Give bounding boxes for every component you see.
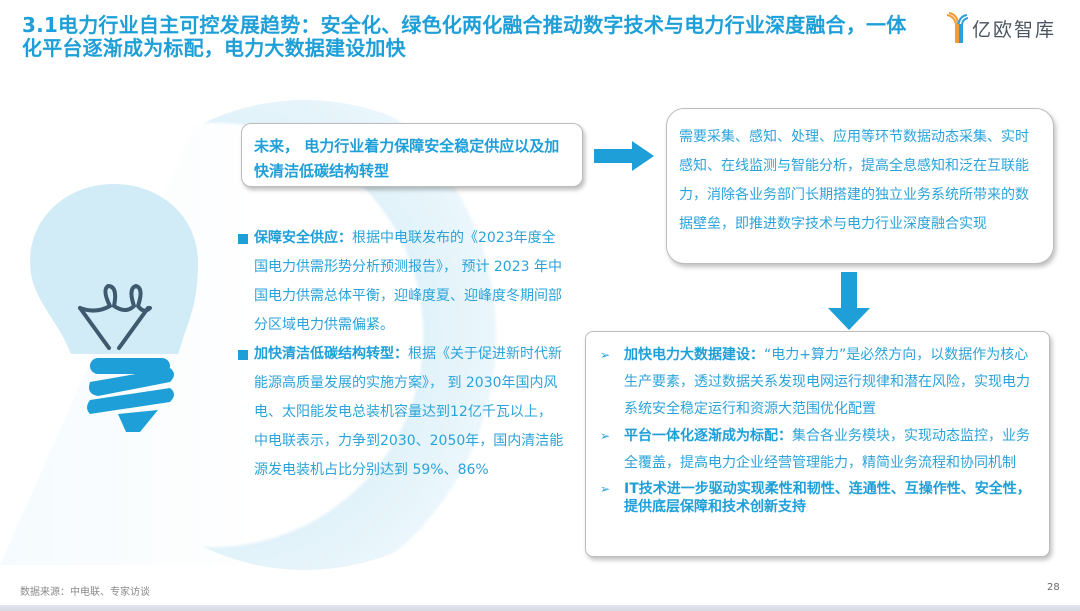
item-label: 加快清洁低碳结构转型：	[254, 346, 408, 362]
lightbulb-icon	[30, 184, 198, 432]
item-text: “电力+算力”是必然方向，以数据作为核心生产要素，透过数据关系发现电网运行规律和…	[624, 347, 1030, 417]
item-text: 根据《关于促进新时代新能源高质量发展的实施方案》， 到 2030年国内风电、太阳…	[254, 346, 564, 478]
list-item-big-data: ➢ 加快电力大数据建设：“电力+算力”是必然方向，以数据作为核心生产要素，透过数…	[596, 342, 1037, 423]
item-label: IT技术进一步驱动实现柔性和韧性、连通性、互操作性、安全性，提供底层保障和技术创…	[624, 481, 1031, 515]
arrow-bullet-icon: ➢	[600, 482, 611, 496]
conclusions-box: ➢ 加快电力大数据建设：“电力+算力”是必然方向，以数据作为核心生产要素，透过数…	[585, 331, 1050, 557]
yiou-logo-icon	[946, 12, 968, 43]
square-bullet-icon	[238, 234, 248, 244]
list-item-low-carbon: 加快清洁低碳结构转型：根据《关于促进新时代新能源高质量发展的实施方案》， 到 2…	[238, 340, 568, 485]
footer-divider	[0, 605, 1080, 611]
arrow-down-icon	[828, 272, 870, 330]
data-source-note: 数据来源：中电联、专家访谈	[20, 587, 150, 598]
trend-list: 保障安全供应：根据中电联发布的《2023年度全国电力供需形势分析预测报告》， 预…	[238, 224, 568, 485]
logo-text: 亿欧智库	[972, 18, 1057, 41]
page-title: 3.1电力行业自主可控发展趋势：安全化、绿色化两化融合推动数字技术与电力行业深度…	[22, 13, 907, 60]
list-item-platform: ➢ 平台一体化逐渐成为标配：集合各业务模块，实现动态监控，业务全覆盖，提高电力企…	[596, 423, 1037, 477]
page-number: 28	[1047, 582, 1060, 593]
list-item-it-tech: ➢ IT技术进一步驱动实现柔性和韧性、连通性、互操作性、安全性，提供底层保障和技…	[596, 480, 1037, 516]
arrow-right-icon	[594, 141, 654, 171]
item-label: 加快电力大数据建设：	[624, 347, 764, 363]
arrow-bullet-icon: ➢	[600, 348, 611, 362]
summary-callout-box: 未来， 电力行业着力保障安全稳定供应以及加快清洁低碳结构转型	[241, 123, 583, 187]
data-integration-box: 需要采集、感知、处理、应用等环节数据动态采集、实时感知、在线监测与智能分析，提高…	[666, 108, 1054, 264]
item-label: 平台一体化逐渐成为标配：	[624, 428, 792, 444]
square-bullet-icon	[238, 350, 248, 360]
brand-logo: 亿欧智库	[946, 12, 1056, 44]
list-item-supply-security: 保障安全供应：根据中电联发布的《2023年度全国电力供需形势分析预测报告》， 预…	[238, 224, 568, 340]
item-text: 根据中电联发布的《2023年度全国电力供需形势分析预测报告》， 预计 2023 …	[254, 230, 562, 333]
arrow-bullet-icon: ➢	[600, 429, 611, 443]
item-label: 保障安全供应：	[254, 230, 352, 246]
item-text: 集合各业务模块，实现动态监控，业务全覆盖，提高电力企业经营管理能力，精简业务流程…	[624, 428, 1030, 471]
